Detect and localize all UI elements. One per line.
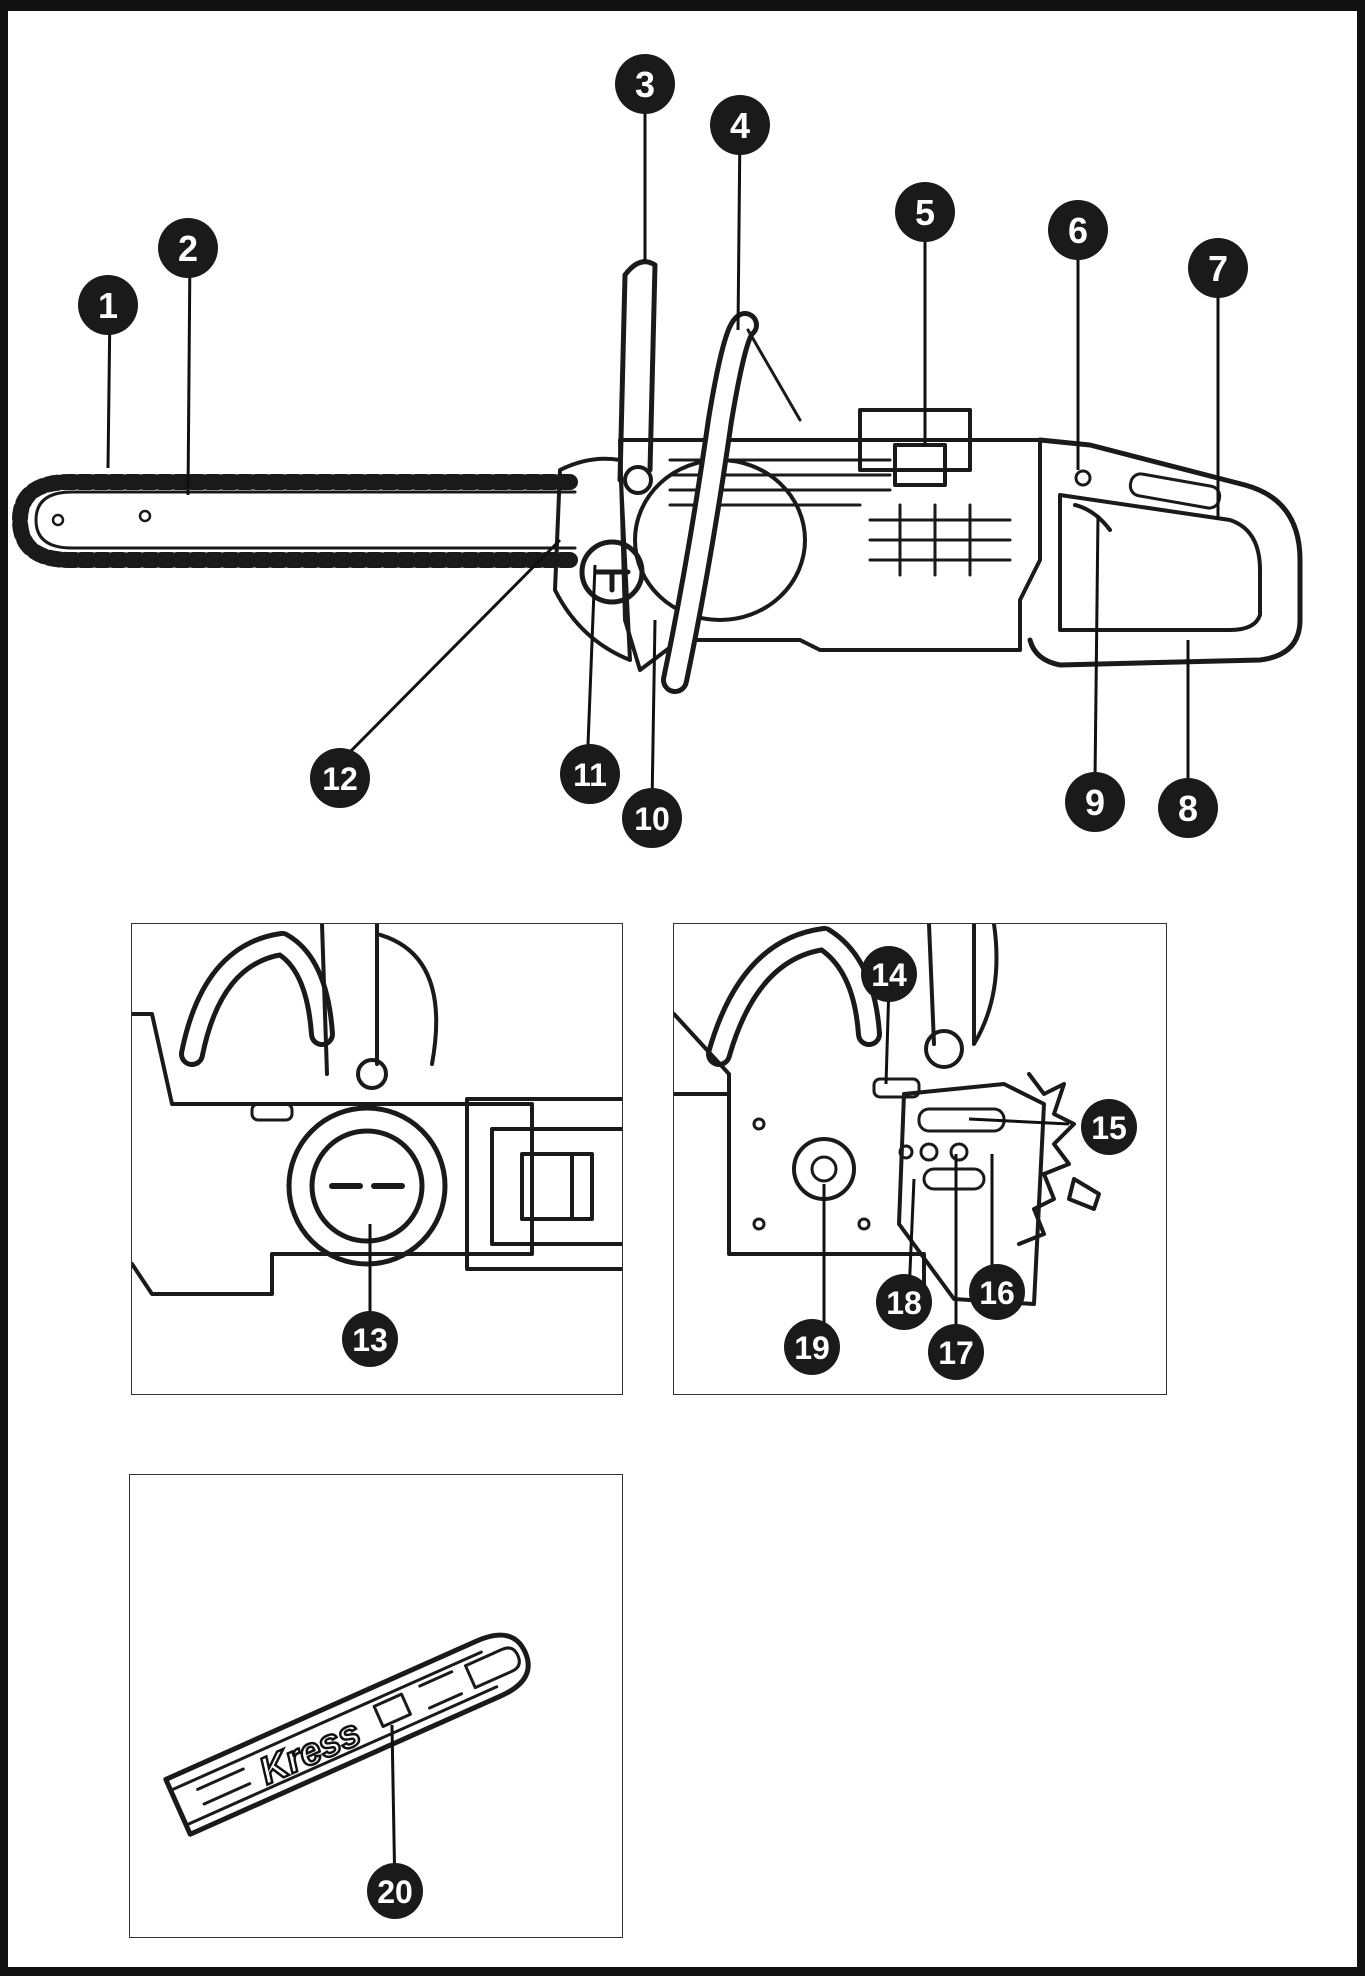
guide-bar-and-chain	[12, 474, 578, 568]
callout-4: 4	[710, 95, 770, 155]
svg-text:18: 18	[886, 1285, 922, 1321]
svg-text:19: 19	[794, 1330, 830, 1366]
detail-bar-cover-panel: Kress 20	[129, 1474, 623, 1938]
callout-10: 10	[622, 788, 682, 848]
callout-2: 2	[158, 218, 218, 278]
callout-5: 5	[895, 182, 955, 242]
callout-6: 6	[1048, 200, 1108, 260]
svg-text:14: 14	[871, 957, 907, 993]
callout-1: 1	[78, 275, 138, 335]
detail-bar-cover-drawing: Kress 20	[163, 1632, 531, 1919]
leader-lines	[106, 86, 1220, 806]
callout-19: 19	[784, 1319, 840, 1375]
svg-text:2: 2	[178, 228, 198, 269]
svg-text:13: 13	[352, 1322, 388, 1358]
svg-text:3: 3	[635, 64, 655, 105]
svg-text:6: 6	[1068, 210, 1088, 251]
svg-text:9: 9	[1085, 782, 1105, 823]
svg-text:20: 20	[377, 1874, 413, 1910]
callout-14: 14	[861, 946, 917, 1002]
front-hand-guard	[617, 259, 658, 495]
callout-9: 9	[1065, 772, 1125, 832]
svg-text:10: 10	[634, 801, 670, 837]
svg-text:15: 15	[1091, 1110, 1127, 1146]
detail-sprocket-side-drawing: 14 15 16 17 18 19	[674, 924, 1137, 1380]
callout-7: 7	[1188, 238, 1248, 298]
callout-13: 13	[342, 1311, 398, 1367]
front-handle	[661, 311, 802, 694]
callout-11: 11	[560, 744, 620, 804]
callout-8: 8	[1158, 778, 1218, 838]
svg-text:8: 8	[1178, 788, 1198, 829]
callout-20: 20	[367, 1863, 423, 1919]
callout-15: 15	[1081, 1099, 1137, 1155]
detail-sprocket-side-panel: 14 15 16 17 18 19	[673, 923, 1167, 1395]
callout-16: 16	[969, 1264, 1025, 1320]
detail-oil-cap-drawing: 13	[132, 924, 622, 1367]
svg-text:4: 4	[730, 105, 750, 146]
svg-text:17: 17	[938, 1335, 974, 1371]
callout-3: 3	[615, 54, 675, 114]
svg-text:1: 1	[98, 285, 118, 326]
svg-text:7: 7	[1208, 248, 1228, 289]
svg-text:12: 12	[322, 761, 358, 797]
chainsaw-main-view: 1 2 3 4 5 6 7 8 9 10 11 12	[12, 54, 1303, 848]
svg-text:16: 16	[979, 1275, 1015, 1311]
callout-12: 12	[310, 748, 370, 808]
detail-oil-cap-panel: 13	[131, 923, 623, 1395]
motor-housing	[618, 408, 1042, 672]
svg-text:5: 5	[915, 192, 935, 233]
svg-text:11: 11	[573, 757, 607, 793]
rear-handle	[1027, 437, 1303, 668]
callout-18: 18	[876, 1274, 932, 1330]
callout-17: 17	[928, 1324, 984, 1380]
